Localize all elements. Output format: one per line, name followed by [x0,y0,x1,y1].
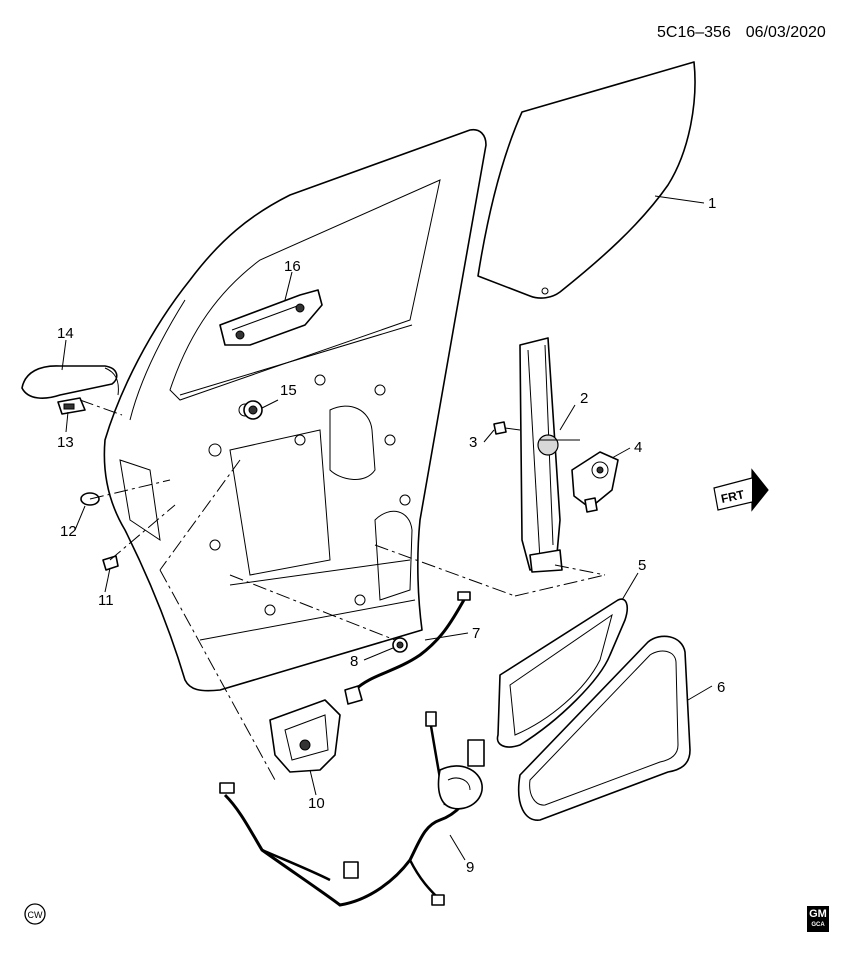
window-regulator [519,337,580,573]
bolt-11 [102,555,119,579]
reference-code: 5C16–356 [657,24,731,41]
cw-label: CW [28,910,43,920]
regulator-motor [571,451,619,513]
gm-logo: GM GCA [807,906,829,932]
bolt-3 [493,421,521,435]
dashline-9 [79,399,123,416]
door-inner-panel [103,128,487,692]
reference-date: 06/03/2020 [745,24,826,41]
upper-bracket [219,289,323,346]
dashline-4 [514,574,606,597]
callout-7: 7 [472,625,480,642]
dashline-8 [109,504,176,561]
frt-label: FRT [720,487,746,506]
callout-2: 2 [580,390,588,407]
dashline-2 [159,569,276,781]
grommet-8 [392,637,408,653]
outside-handle [21,365,119,415]
callout-6: 6 [717,679,725,696]
dashline-1 [159,459,241,571]
grommet-15 [243,400,263,420]
dashline-5 [554,564,606,576]
callout-10: 10 [308,795,325,812]
sound-deadener [517,635,691,821]
callout-8: 8 [350,653,358,670]
callout-4: 4 [634,439,642,456]
logo-line2: GCA [811,922,825,928]
callout-14: 14 [57,325,74,342]
callout-13: 13 [57,434,74,451]
callout-9: 9 [466,859,474,876]
logo-line1: GM [809,908,827,920]
dashline-6 [229,574,396,641]
callout-11: 11 [98,592,114,609]
front-direction-arrow-icon: FRT [713,468,769,512]
wiring-harness [219,711,485,907]
header-reference: 5C16–356 06/03/2020 [657,24,826,42]
latch-cable [344,591,471,705]
callout-12: 12 [60,523,77,540]
door-latch [269,699,341,773]
water-deflector [496,598,628,748]
cw-badge: CW [24,903,46,925]
dashline-7 [89,479,171,500]
callout-1: 1 [708,195,716,212]
callout-3: 3 [469,434,477,451]
door-glass [477,61,696,299]
callout-16: 16 [284,258,301,275]
callout-5: 5 [638,557,646,574]
callout-15: 15 [280,382,297,399]
